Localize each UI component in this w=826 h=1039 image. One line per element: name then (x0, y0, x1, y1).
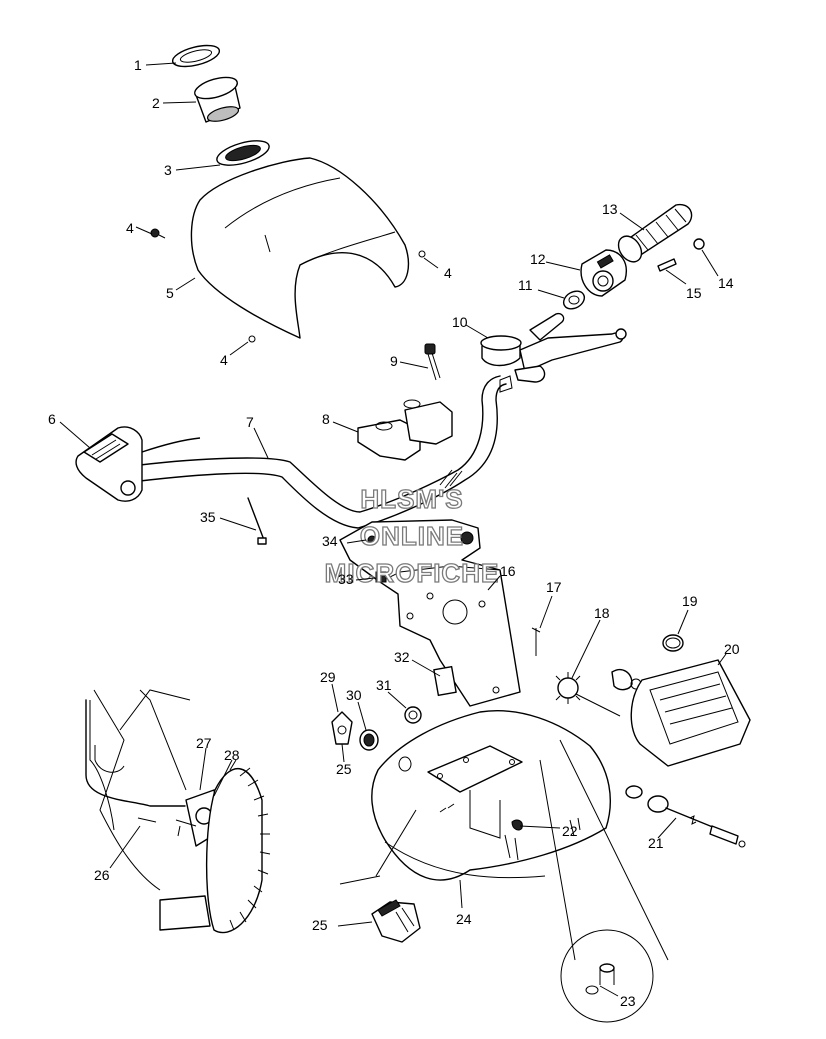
callout-labels: 1 2 3 4 4 4 5 6 7 8 9 10 11 12 13 14 15 … (48, 57, 740, 1009)
handlebar (139, 375, 513, 529)
cable-tie (247, 497, 267, 545)
callout-4-bottom: 4 (220, 352, 228, 368)
set-screw (657, 258, 677, 272)
callout-11: 11 (518, 277, 533, 293)
headlight-socket (555, 672, 621, 717)
watermark-line-1: HLSM'S (360, 484, 463, 514)
callout-7: 7 (246, 414, 254, 430)
screw-left (150, 228, 166, 239)
indicator-housing (194, 76, 241, 123)
bulb (611, 668, 642, 691)
switch-housing (580, 249, 627, 297)
callout-20: 20 (724, 641, 740, 657)
switch-nut (359, 729, 379, 751)
bushing (562, 290, 586, 310)
callout-17: 17 (546, 579, 562, 595)
handlebar-clamp (357, 399, 453, 461)
wheel-hub-inset (85, 689, 271, 934)
bracket-screw (531, 627, 541, 656)
front-headlight-panel (371, 710, 611, 881)
callout-8: 8 (322, 411, 330, 427)
callout-21: 21 (648, 835, 664, 851)
callout-12: 12 (530, 251, 546, 267)
ignition-switch (331, 711, 353, 745)
callout-25-top: 25 (336, 761, 352, 777)
handlebar-cover (190, 157, 410, 339)
watermark-line-2: ONLINE (360, 521, 464, 551)
watermark-line-3: MICROFICHE (325, 558, 500, 588)
callout-14: 14 (718, 275, 734, 291)
callout-6: 6 (48, 411, 56, 427)
headlight-bracket (339, 519, 521, 707)
callout-27: 27 (196, 735, 212, 751)
callout-29: 29 (320, 669, 336, 685)
clamp-bolt (424, 343, 441, 381)
seal-ring (171, 44, 221, 68)
callout-10: 10 (452, 314, 468, 330)
magnifier-lines (339, 739, 669, 961)
o-ring (662, 634, 684, 652)
callout-23: 23 (620, 993, 636, 1009)
detail-magnifier (560, 929, 654, 1023)
rocker-switch (371, 899, 421, 943)
watermark: HLSM'S ONLINE MICROFICHE (324, 483, 500, 588)
callout-18: 18 (594, 605, 610, 621)
callout-4-right: 4 (444, 265, 452, 281)
callout-31: 31 (376, 677, 392, 693)
callout-5: 5 (166, 285, 174, 301)
callout-24: 24 (456, 911, 472, 927)
callout-28: 28 (224, 747, 240, 763)
callout-13: 13 (602, 201, 618, 217)
callout-25-switch: 25 (312, 917, 328, 933)
left-control-housing (75, 426, 201, 502)
callout-30: 30 (346, 687, 362, 703)
callout-22: 22 (562, 823, 578, 839)
leader-lines (59, 62, 727, 997)
callout-32: 32 (394, 649, 410, 665)
callout-19: 19 (682, 593, 698, 609)
fastener-34 (367, 535, 377, 545)
master-cylinder-lever (480, 312, 627, 383)
callout-16: 16 (500, 563, 516, 579)
callout-1: 1 (134, 57, 142, 73)
bolt-33 (375, 571, 387, 583)
screw-right (418, 250, 426, 258)
plug-cap (693, 238, 705, 250)
hand-grip (617, 203, 693, 263)
screw-bottom (248, 335, 256, 343)
headlight (630, 659, 751, 767)
callout-9: 9 (390, 353, 398, 369)
callout-15: 15 (686, 285, 702, 301)
callout-2: 2 (152, 95, 160, 111)
gasket-ring (216, 140, 270, 166)
callout-26: 26 (94, 867, 110, 883)
speedometer-cable (625, 785, 746, 848)
callout-4-left: 4 (126, 220, 134, 236)
callout-34: 34 (322, 533, 338, 549)
callout-35: 35 (200, 509, 216, 525)
grommet (404, 706, 422, 724)
callout-33: 33 (338, 571, 354, 587)
callout-3: 3 (164, 162, 172, 178)
